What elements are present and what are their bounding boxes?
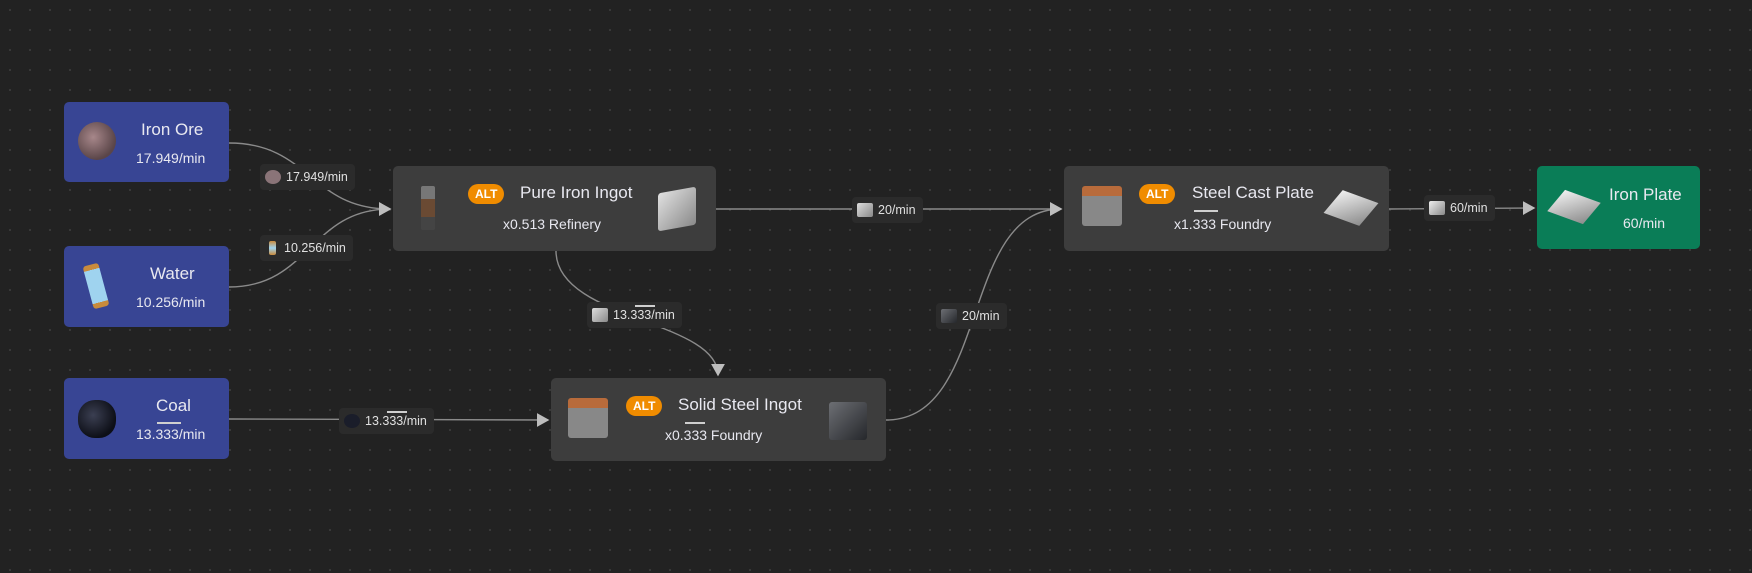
resource-name: Iron Ore xyxy=(141,120,204,139)
edge-rate: 60/min xyxy=(1450,201,1488,215)
recipe-name: Pure Iron Ingot xyxy=(520,183,633,202)
edge-rate: 17.949/min xyxy=(286,170,348,184)
repeating-decimal-bar xyxy=(635,305,655,307)
iron-ingot-icon xyxy=(592,308,608,322)
coal-icon xyxy=(78,400,116,438)
water-icon xyxy=(82,262,110,310)
edge-rate: 13.333/min xyxy=(613,308,675,322)
edge-label: 13.333/min xyxy=(587,302,682,328)
foundry-icon xyxy=(1082,186,1122,226)
foundry-icon xyxy=(568,398,608,438)
recipe-machine: x1.333 Foundry xyxy=(1174,216,1272,232)
resource-rate: 10.256/min xyxy=(136,294,206,310)
edge-rate: 20/min xyxy=(878,203,916,217)
resource-node-water[interactable]: Water 10.256/min xyxy=(64,246,229,327)
resource-rate: 17.949/min xyxy=(136,150,206,166)
iron-ingot-icon xyxy=(857,203,873,217)
iron-ore-icon xyxy=(265,170,281,184)
resource-node-coal[interactable]: Coal 13.333/min xyxy=(64,378,229,459)
recipe-node-pure-iron-ingot[interactable]: ALT Pure Iron Ingot x0.513 Refinery xyxy=(393,166,716,251)
output-rate: 60/min xyxy=(1623,215,1666,231)
refinery-icon xyxy=(421,186,435,230)
alt-badge: ALT xyxy=(626,396,663,416)
steel-ingot-icon xyxy=(941,309,957,323)
output-name: Iron Plate xyxy=(1609,185,1682,204)
recipe-machine: x0.513 Refinery xyxy=(503,216,602,232)
edge-rate: 13.333/min xyxy=(365,414,427,428)
output-node-iron-plate[interactable]: Iron Plate 60/min xyxy=(1537,166,1700,249)
steel-ingot-icon xyxy=(829,402,867,440)
iron-ore-icon xyxy=(78,122,116,160)
edge-label: 20/min xyxy=(936,303,1007,329)
edge-label: 13.333/min xyxy=(339,408,434,434)
resource-node-iron-ore[interactable]: Iron Ore 17.949/min xyxy=(64,102,229,182)
recipe-machine: x0.333 Foundry xyxy=(665,427,763,443)
repeating-decimal-bar xyxy=(387,411,407,413)
coal-icon xyxy=(344,414,360,428)
iron-plate-icon xyxy=(1429,201,1445,215)
recipe-name: Solid Steel Ingot xyxy=(678,395,802,414)
resource-rate: 13.333/min xyxy=(136,426,206,442)
repeating-decimal-bar xyxy=(157,422,181,424)
iron-ingot-icon xyxy=(658,186,696,232)
water-icon xyxy=(269,241,276,255)
resource-name: Coal xyxy=(156,396,191,415)
edge-label: 20/min xyxy=(852,197,923,223)
repeating-decimal-bar xyxy=(1194,210,1218,212)
edge-rate: 10.256/min xyxy=(284,241,346,255)
recipe-node-steel-cast-plate[interactable]: ALT Steel Cast Plate x1.333 Foundry xyxy=(1064,166,1389,251)
iron-plate-icon xyxy=(1323,190,1379,226)
repeating-decimal-bar xyxy=(685,422,705,424)
resource-name: Water xyxy=(150,264,195,283)
iron-plate-icon xyxy=(1547,189,1601,225)
alt-badge: ALT xyxy=(468,184,505,204)
recipe-node-solid-steel-ingot[interactable]: ALT Solid Steel Ingot x0.333 Foundry xyxy=(551,378,886,461)
edge-label: 60/min xyxy=(1424,195,1495,221)
edge-label: 10.256/min xyxy=(260,235,353,261)
edge-rate: 20/min xyxy=(962,309,1000,323)
recipe-name: Steel Cast Plate xyxy=(1192,183,1314,202)
edge-label: 17.949/min xyxy=(260,164,355,190)
alt-badge: ALT xyxy=(1139,184,1176,204)
